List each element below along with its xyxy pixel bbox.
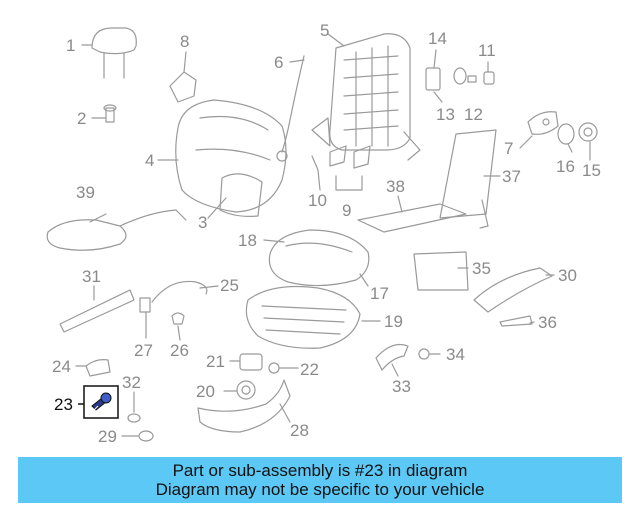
side-cover <box>59 289 135 333</box>
callout-1: 1 <box>66 36 76 55</box>
callout-32: 32 <box>122 373 141 392</box>
callout-36: 36 <box>538 313 557 332</box>
release-cable <box>276 55 305 162</box>
callout-12: 12 <box>464 105 483 124</box>
banner-line-disclaimer: Diagram may not be specific to your vehi… <box>155 480 485 499</box>
callout-3: 3 <box>198 213 208 232</box>
headrest <box>91 27 137 79</box>
seat-board <box>357 203 467 233</box>
callout-18: 18 <box>238 231 257 250</box>
outer-shield <box>197 379 291 433</box>
info-banner: Part or sub-assembly is #23 in diagram D… <box>18 457 622 503</box>
callout-30: 30 <box>558 266 577 285</box>
harness <box>139 280 208 325</box>
callout-5: 5 <box>320 21 330 40</box>
back-panel <box>439 129 497 229</box>
bracket <box>169 71 197 103</box>
callout-16: 16 <box>556 157 575 176</box>
seatback-trim <box>219 173 263 217</box>
callout-11: 11 <box>478 41 496 60</box>
callout-35: 35 <box>472 259 491 278</box>
callout-39: 39 <box>76 183 95 202</box>
callout-34: 34 <box>446 345 465 364</box>
callout-6: 6 <box>274 53 284 72</box>
callout-26: 26 <box>170 341 189 360</box>
seatback-frame <box>311 33 421 161</box>
callout-38: 38 <box>386 177 405 196</box>
part-23-box <box>78 385 119 419</box>
headrest-guide <box>103 104 117 123</box>
callout-15: 15 <box>582 161 601 180</box>
callout-29: 29 <box>98 427 117 446</box>
callout-9: 9 <box>342 201 352 220</box>
plug <box>127 413 154 442</box>
callout-14: 14 <box>428 29 447 48</box>
pad <box>413 251 469 291</box>
lift-lever <box>375 343 430 371</box>
callout-13: 13 <box>436 105 455 124</box>
recliner-lever <box>527 111 559 135</box>
callout-22: 22 <box>300 360 319 379</box>
callout-31: 31 <box>82 267 101 286</box>
seat-frame <box>245 285 361 349</box>
callout-28: 28 <box>290 421 309 440</box>
callout-2: 2 <box>77 109 87 128</box>
callout-37: 37 <box>502 167 521 186</box>
handle <box>499 315 533 327</box>
leader-lines <box>75 33 591 437</box>
callout-21: 21 <box>206 352 225 371</box>
seat-cushion <box>268 229 370 287</box>
part-23-bolt-icon <box>91 392 112 411</box>
callout-4: 4 <box>145 151 155 170</box>
callout-7: 7 <box>504 139 514 158</box>
side-shield <box>46 209 187 251</box>
callout-10: 10 <box>308 191 327 210</box>
banner-line-part: Part or sub-assembly is #23 in diagram <box>172 461 468 480</box>
small-fittings <box>425 67 495 91</box>
callout-8: 8 <box>180 32 190 51</box>
callout-25: 25 <box>220 276 239 295</box>
washers <box>557 122 598 145</box>
side-rail <box>473 267 553 313</box>
callout-33: 33 <box>392 377 411 396</box>
seat-parts-diagram <box>46 27 598 442</box>
pin <box>311 155 319 171</box>
callout-27: 27 <box>134 341 153 360</box>
callout-20: 20 <box>196 382 215 401</box>
callout-17: 17 <box>370 284 389 303</box>
callout-19: 19 <box>384 312 403 331</box>
clips <box>329 145 371 191</box>
callout-24: 24 <box>52 357 71 376</box>
small-bracket <box>85 359 111 377</box>
callout-23: 23 <box>54 395 73 414</box>
adjusters <box>236 353 280 400</box>
seatback-cushion <box>175 99 287 213</box>
